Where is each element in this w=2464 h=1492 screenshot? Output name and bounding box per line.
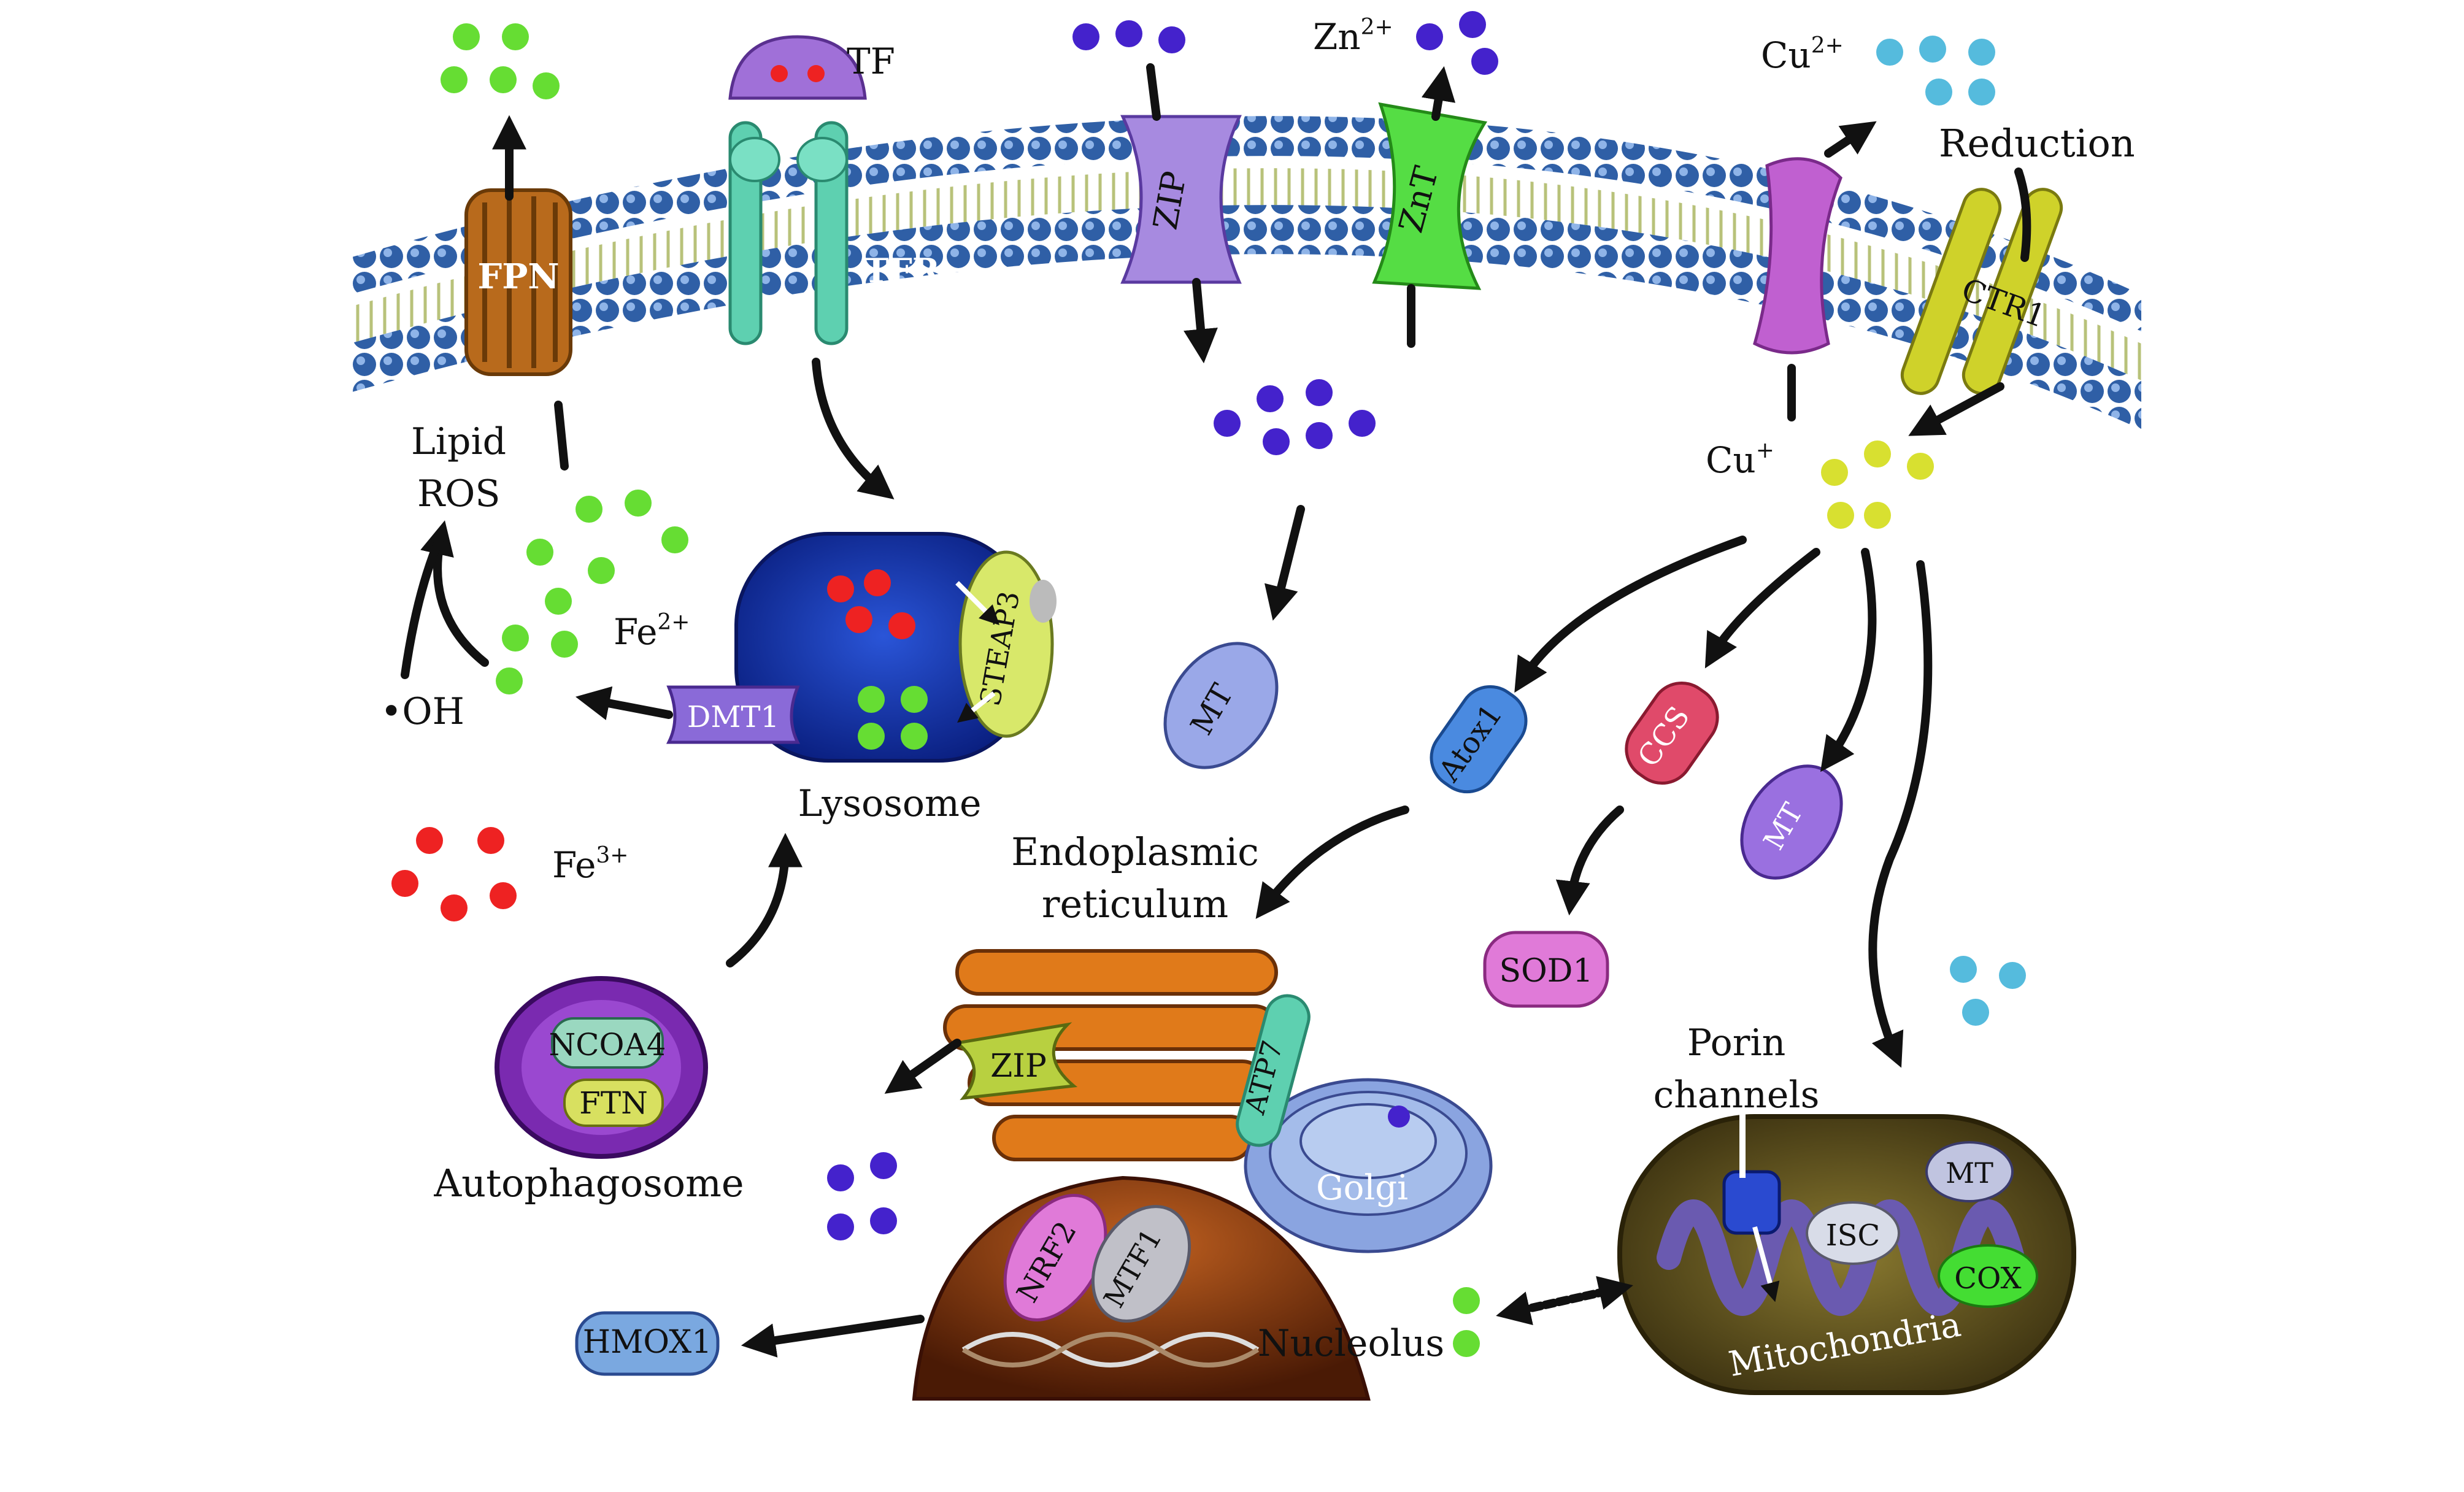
fe3-label: Fe3+ [552,843,628,886]
nucleolus-label: Nucleolus [1258,1322,1444,1365]
golgi-label: Golgi [1316,1168,1408,1208]
cu-efflux-channel [1753,157,1842,355]
golgi: ATP7 Golgi [1236,994,1493,1253]
cu2-ions-top [1876,36,1995,106]
fe2-ions-top [441,23,560,99]
tf-label: TF [847,40,895,82]
autophagosome-label: Autophagosome [433,1161,744,1206]
lysosome: STEAP3 [734,532,1057,763]
er-label-line1: Endoplasmic [1011,829,1259,874]
er-label-line2: reticulum [1042,882,1228,926]
ftn-label: FTN [579,1085,648,1121]
cu2-label: Cu2+ [1761,33,1844,76]
zn-ions-cytosol [1214,379,1376,455]
dmt1-transporter: DMT1 [666,685,801,744]
cu1-label: Cu+ [1706,438,1774,481]
hmox1-label: HMOX1 [583,1324,712,1361]
mt-mito-label: MT [1946,1156,1993,1190]
sod1-label: SOD1 [1499,953,1593,990]
hmox1-protein: HMOX1 [575,1311,720,1376]
mitochondria: MT ISC COX Mitochondria [1617,1114,2076,1395]
cox-label: COX [1954,1261,2021,1296]
zip-er-label: ZIP [990,1048,1047,1085]
zn-label: Zn2+ [1313,15,1393,58]
lipid-label: Lipid [411,420,506,463]
fe3-ions [391,827,517,921]
endoplasmic-reticulum: ZIP [943,949,1278,1161]
fe2-ions-mito [1453,1287,1480,1357]
ros-label: ROS [417,472,500,515]
cell-membrane [350,116,2141,429]
znt-transporter: ZnT [1372,102,1488,290]
tfr-receptor: TFR [728,121,941,345]
ccs-protein: CCS [1625,681,1719,785]
tf-protein [728,35,867,100]
mt-right-protein: MT [1740,764,1843,880]
zn-ions-top-left [1072,20,1185,53]
mt-cytosol-protein: MT [1163,642,1279,769]
fe2-label: Fe2+ [614,610,690,653]
zn-ions-er [827,1152,897,1240]
cu2-ions-mito [1950,956,2026,1026]
sod1-protein: SOD1 [1483,931,1609,1008]
nucleus: NRF2 MTF1 Nucleolus [912,1175,1444,1401]
atox1-protein: Atox1 [1430,685,1528,794]
porin-label-line2: channels [1654,1074,1820,1117]
pathway-arrows [401,63,2031,1358]
cu1-ions [1821,440,1934,529]
oh-label: •OH [380,690,464,733]
tfr-label: TFR [864,251,941,290]
fpn-label: FPN [477,256,559,297]
isc-label: ISC [1826,1218,1881,1253]
dmt1-label: DMT1 [687,700,779,734]
lysosome-label: Lysosome [798,782,982,825]
fe2-ions-cytosol [496,490,688,694]
reduction-label: Reduction [1939,121,2135,166]
zn-ions-top-right [1416,11,1498,75]
fpn-channel: FPN [464,188,572,376]
porin-label-line1: Porin [1687,1021,1786,1064]
zip-membrane-transporter: ZIP [1120,115,1242,284]
autophagosome: NCOA4 FTN [495,976,708,1159]
ncoa4-label: NCOA4 [549,1027,666,1063]
